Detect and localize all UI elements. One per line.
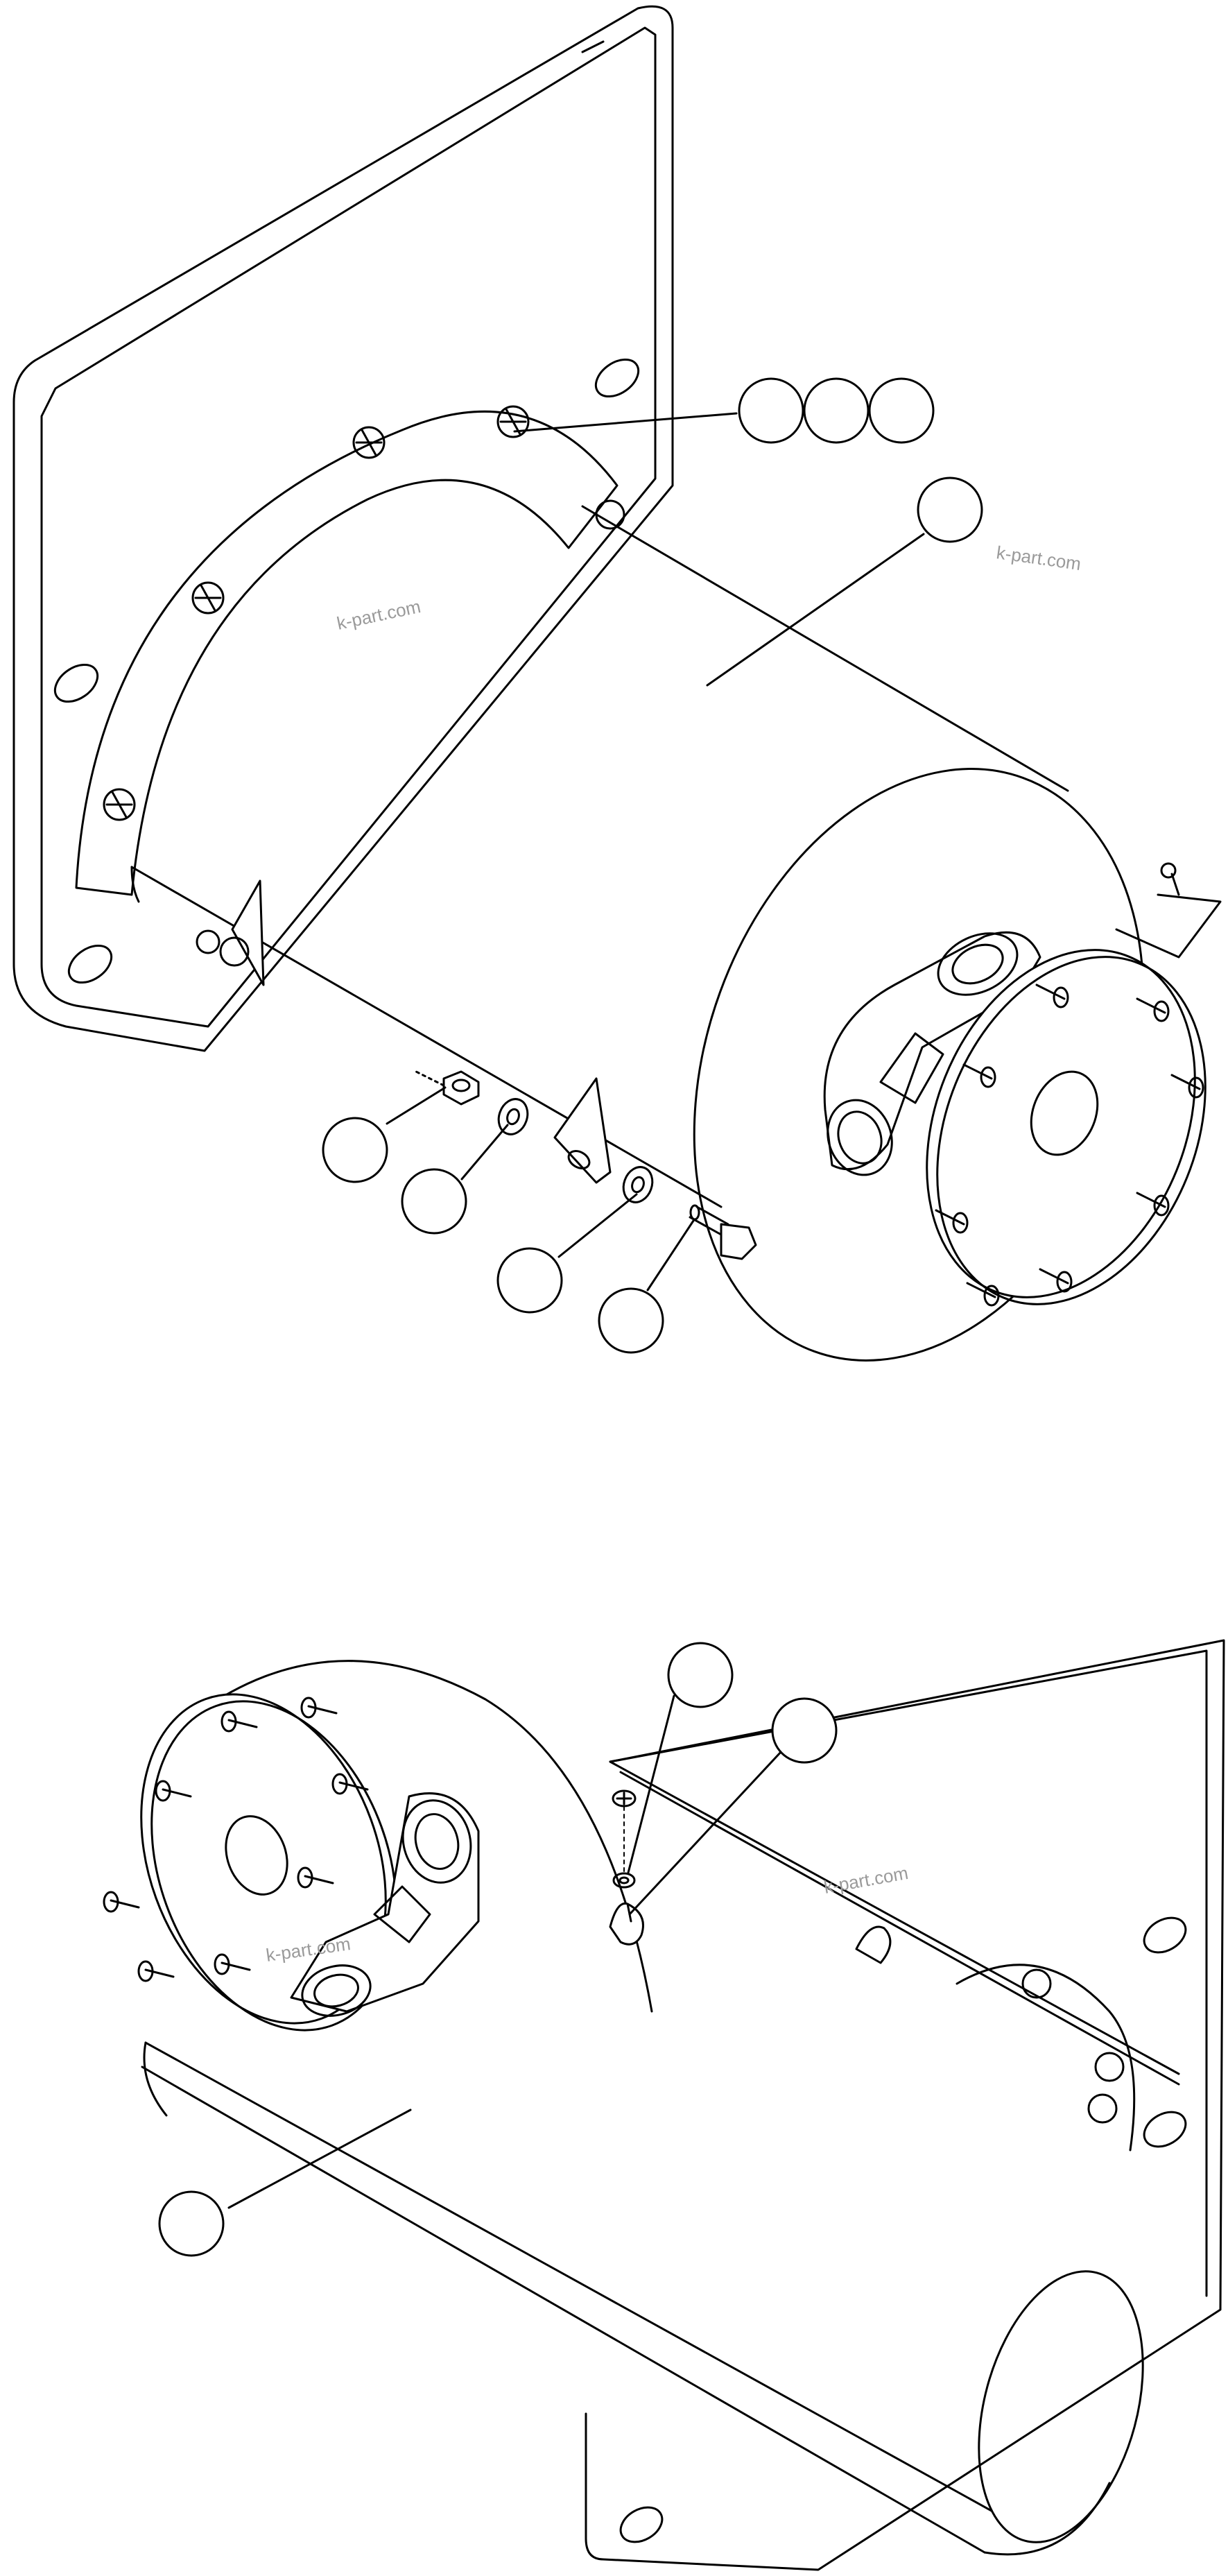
flange-bolt bbox=[1021, 1968, 1052, 1999]
callout-circle[interactable] bbox=[322, 1117, 388, 1183]
tab-nut bbox=[196, 929, 220, 954]
drain-plug-installed bbox=[855, 1925, 892, 1964]
flange-bolt bbox=[1087, 2093, 1118, 2124]
callout-circle[interactable] bbox=[496, 1247, 563, 1314]
flange-bolt bbox=[103, 788, 136, 821]
hub-stud bbox=[300, 1697, 338, 1719]
flange-bolt bbox=[191, 581, 225, 615]
hub-stud bbox=[331, 1773, 369, 1795]
hub-stud bbox=[966, 1282, 1000, 1307]
leader-line bbox=[557, 1193, 638, 1258]
seam-washer bbox=[612, 1872, 636, 1889]
hub-stud bbox=[1170, 1074, 1204, 1099]
plate-hole bbox=[619, 2506, 664, 2543]
tab-bolt bbox=[219, 936, 250, 967]
mounting-plate-rear bbox=[585, 1639, 1225, 2571]
universal-joint-yoke bbox=[823, 931, 1041, 1176]
hub-stud bbox=[1136, 1192, 1170, 1217]
plate-hole bbox=[1143, 1916, 1187, 1954]
hub-stud bbox=[155, 1780, 192, 1802]
leader-line bbox=[227, 2109, 412, 2209]
hub-stud bbox=[137, 1960, 175, 1982]
seam-screw bbox=[612, 1789, 637, 1808]
drain-plug bbox=[609, 1902, 644, 1946]
callout-circle[interactable] bbox=[771, 1697, 838, 1764]
exploded-hex-nut bbox=[442, 1070, 480, 1106]
callout-circle[interactable] bbox=[917, 476, 983, 543]
hub-stud bbox=[214, 1953, 251, 1975]
hub-stud bbox=[297, 1866, 334, 1889]
flange-ring bbox=[75, 405, 625, 896]
hub-stud bbox=[103, 1891, 140, 1913]
flange-bolt bbox=[595, 499, 625, 530]
callout-circle[interactable] bbox=[738, 377, 804, 444]
hub-stud bbox=[1035, 984, 1069, 1008]
watermark-text: k-part.com bbox=[822, 1862, 910, 1898]
top-assembly bbox=[12, 5, 1222, 1362]
hub-stud bbox=[220, 1710, 258, 1733]
flange-bolt bbox=[496, 405, 530, 438]
leader-line bbox=[646, 1219, 695, 1291]
leader-line bbox=[460, 1124, 509, 1180]
leader-line bbox=[706, 533, 925, 687]
leader-line bbox=[628, 1750, 783, 1916]
callout-circle[interactable] bbox=[868, 377, 935, 444]
hub-flange-bottom bbox=[103, 1693, 397, 2032]
plate-hole-left bbox=[53, 663, 99, 703]
exploded-washer-1 bbox=[497, 1098, 529, 1135]
exploded-washer-2 bbox=[622, 1166, 654, 1203]
callout-circle[interactable] bbox=[401, 1168, 467, 1235]
bottom-assembly bbox=[103, 1639, 1225, 2571]
flange-bolt bbox=[1094, 2052, 1125, 2082]
leader-line bbox=[627, 1694, 675, 1874]
leader-line bbox=[386, 1086, 447, 1125]
plate-hole bbox=[1143, 2111, 1187, 2148]
universal-joint-yoke-bottom bbox=[290, 1792, 480, 2017]
leader-line bbox=[513, 412, 738, 433]
mounting-tab-left bbox=[196, 879, 265, 986]
hub-stud bbox=[935, 1209, 969, 1234]
watermark-text: k-part.com bbox=[335, 596, 422, 634]
hub-stud bbox=[1136, 997, 1170, 1022]
drum-cylinder-bottom bbox=[141, 1660, 1144, 2556]
support-bracket-right bbox=[1115, 862, 1222, 959]
callout-circle[interactable] bbox=[803, 377, 870, 444]
exploded-bolt bbox=[689, 1204, 757, 1260]
plate-hole-upper-right bbox=[594, 358, 640, 398]
mounting-plate bbox=[12, 5, 674, 1052]
hub-stud bbox=[1039, 1268, 1073, 1293]
plate-hole-lower-left bbox=[67, 944, 113, 984]
callout-circle[interactable] bbox=[158, 2190, 225, 2257]
mounting-tab-middle bbox=[553, 1077, 612, 1184]
hub-flange bbox=[926, 949, 1207, 1307]
callout-circle[interactable] bbox=[667, 1642, 734, 1708]
callout-circle[interactable] bbox=[598, 1287, 664, 1354]
flange-bolt bbox=[352, 426, 386, 459]
hub-stud bbox=[962, 1063, 996, 1088]
watermark-text: k-part.com bbox=[995, 542, 1082, 574]
